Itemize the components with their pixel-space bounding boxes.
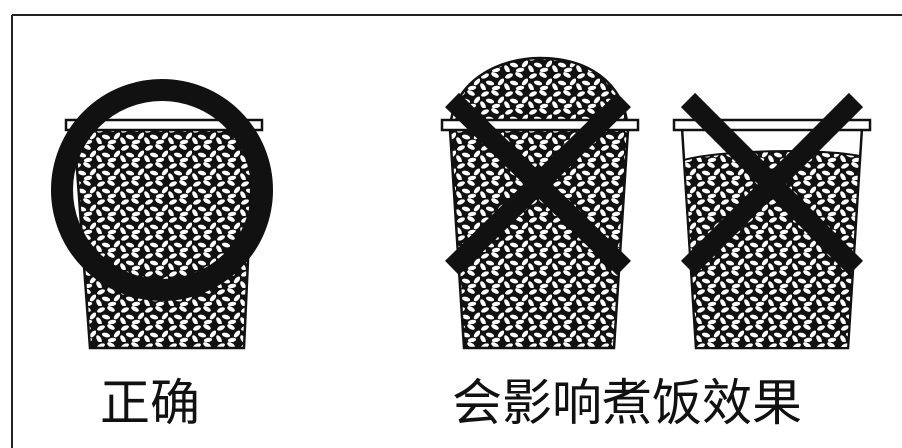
- cup-level-fill: [51, 79, 273, 350]
- cup-overfilled-rim: [440, 118, 640, 132]
- cross-mark-stroke-b: [680, 92, 864, 276]
- cup-level-rim: [64, 118, 264, 132]
- caption-incorrect: 会影响煮饭效果: [452, 374, 802, 432]
- cup-level-rice: [72, 126, 256, 350]
- cup-underfilled-rim: [672, 118, 872, 132]
- cross-mark-stroke-b: [445, 92, 631, 276]
- cup-overfilled: [440, 56, 640, 350]
- correct-circle-mark: [51, 79, 273, 301]
- cup-overfilled-rice: [448, 56, 630, 350]
- cup-underfilled: [672, 92, 872, 350]
- caption-correct: 正确: [100, 374, 200, 432]
